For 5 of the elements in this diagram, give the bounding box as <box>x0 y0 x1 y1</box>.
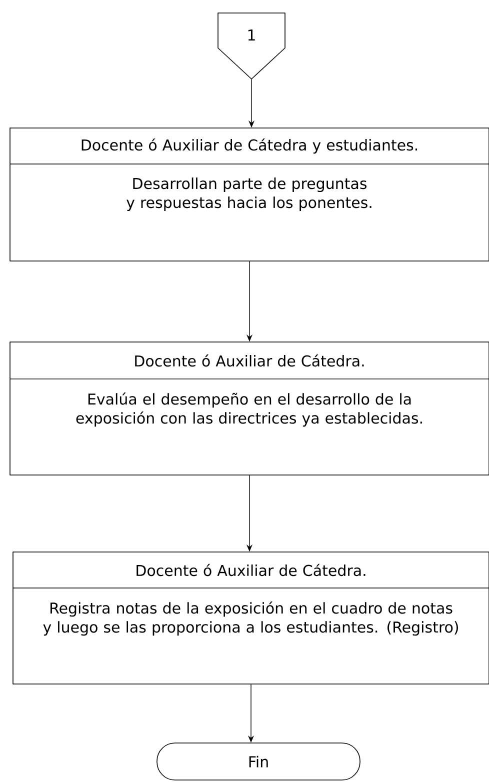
off-page-connector: 1 <box>218 12 286 80</box>
process-box: Docente ó Auxiliar de Cátedra. Registra notas de la exposición en el cuadro de notas y luego se las proporciona a los estudiantes. (Registro) <box>12 552 489 684</box>
process-box: Docente ó Auxiliar de Cátedra. Evalúa el desempeño en el desarrollo de la exposición con las directrices ya establecidas. <box>10 342 489 476</box>
process-box: Docente ó Auxiliar de Cátedra y estudiantes. Desarrollan parte de preguntas y respuestas hacia los ponentes. <box>10 128 489 262</box>
terminator: Fin <box>156 742 360 780</box>
